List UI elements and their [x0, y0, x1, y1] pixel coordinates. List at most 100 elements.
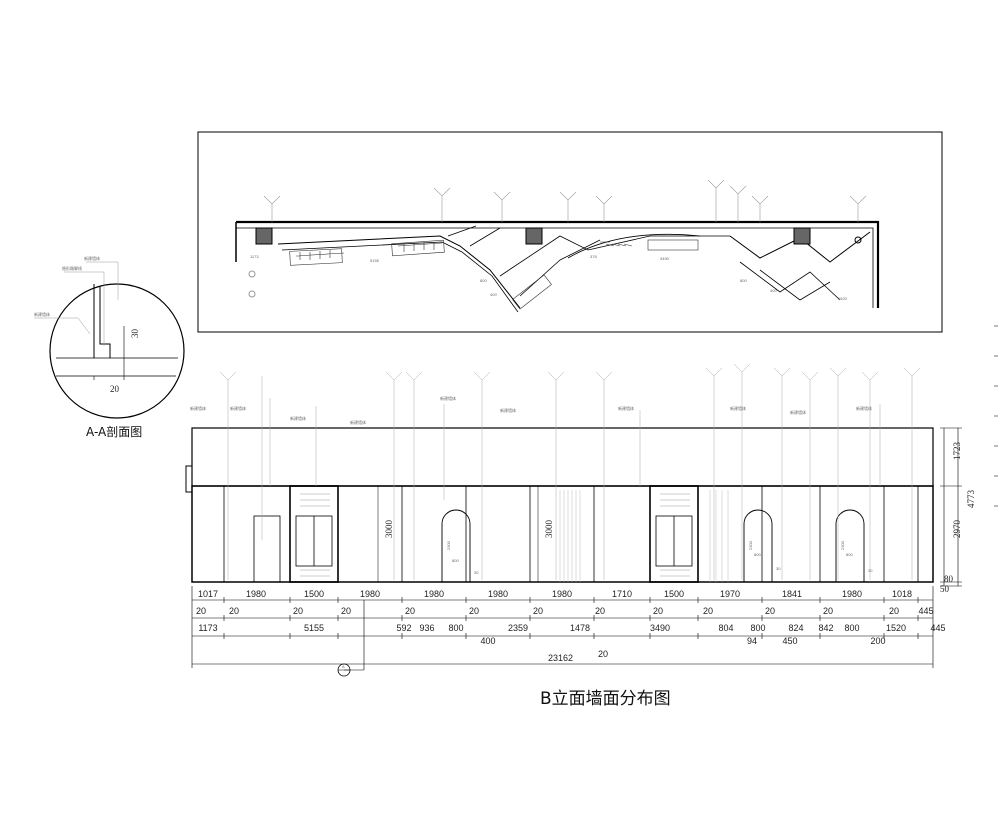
dimension-value: 20 — [196, 606, 206, 616]
dimension-value: 1980 — [488, 589, 508, 599]
arch-dim: 800 — [754, 552, 761, 557]
plan-view: 1173 5155 3490 800 400 378 800 400 1520 — [197, 131, 943, 333]
callout-text: 新建墙体 — [440, 395, 456, 401]
plan-dim: 378 — [590, 254, 597, 259]
arch-dim: 2300 — [446, 540, 451, 550]
dimension-value: 445 — [930, 623, 945, 633]
dimension-value: 1841 — [782, 589, 802, 599]
plan-dim: 800 — [480, 278, 487, 283]
section-dim-vertical: 30 — [130, 329, 140, 339]
elevation-panel-dividers — [223, 486, 919, 582]
dimension-value: 1520 — [886, 623, 906, 633]
plan-dim: 1520 — [838, 296, 848, 301]
dimension-value: 20 — [341, 606, 351, 616]
section-circle — [49, 283, 185, 419]
arch-dim: 2300 — [840, 540, 845, 550]
dimension-value: 1980 — [360, 589, 380, 599]
dimension-value: 3490 — [650, 623, 670, 633]
dimension-ticks — [223, 597, 919, 639]
bottom-dim: 20 — [598, 649, 608, 659]
callout-text: 新建墙体 — [230, 405, 246, 411]
arch-dim: 30 — [868, 568, 873, 573]
dimension-value: 1500 — [664, 589, 684, 599]
plan-lamp — [248, 290, 256, 298]
elevation-door — [253, 515, 281, 583]
right-dim: 80 — [944, 574, 954, 584]
section-label: 新建墙体 — [34, 311, 50, 317]
right-dimension-chain — [940, 427, 962, 587]
callout-text: 新建墙体 — [790, 409, 806, 415]
dimension-value: 20 — [889, 606, 899, 616]
dimension-value: 1500 — [304, 589, 324, 599]
dimension-value: 400 — [480, 636, 495, 646]
plan-column — [525, 227, 543, 245]
plan-dim: 800 — [740, 278, 747, 283]
dimension-value: 1173 — [198, 623, 217, 633]
inside-height-dim: 3000 — [544, 520, 554, 539]
right-dim: 50 — [940, 584, 950, 594]
elevation-cabinet — [649, 485, 699, 583]
callout-text: 新建墙体 — [618, 405, 634, 411]
dimension-value: 1017 — [198, 589, 218, 599]
dimension-value: 1980 — [552, 589, 572, 599]
plan-dim: 3490 — [660, 256, 670, 261]
dimension-value: 1710 — [612, 589, 632, 599]
callout-text: 新建墙体 — [290, 415, 306, 421]
dimension-value: 1478 — [570, 623, 590, 633]
plan-lamp — [854, 236, 862, 244]
total-dim: 23162 — [548, 653, 573, 663]
plan-dim: 400 — [770, 288, 777, 293]
plan-frame — [197, 131, 943, 333]
elevation-slat-panels — [559, 490, 729, 582]
dimension-value: 20 — [469, 606, 479, 616]
section-label: 新建墙体 — [84, 255, 100, 261]
dim-row-1: 1017 1980 1500 1980 1980 1980 1980 1710 1500 1970… — [198, 589, 912, 599]
dimension-value: 5155 — [304, 623, 324, 633]
right-dim: 4773 — [966, 490, 976, 509]
plan-column — [255, 227, 273, 245]
dimension-value: 20 — [823, 606, 833, 616]
right-dim: 1723 — [952, 442, 962, 461]
dimension-value: 592 — [396, 623, 411, 633]
dimension-value: 20 — [765, 606, 775, 616]
inside-height-dim: 3000 — [384, 520, 394, 539]
plan-walls — [235, 220, 880, 313]
dimension-value: 20 — [229, 606, 239, 616]
dimension-value: 1980 — [424, 589, 444, 599]
dimension-value: 450 — [782, 636, 797, 646]
dimension-value: 800 — [448, 623, 463, 633]
dimension-value: 20 — [595, 606, 605, 616]
dimension-value: 1970 — [720, 589, 740, 599]
dimension-value: 804 — [718, 623, 733, 633]
dimension-value: 200 — [870, 636, 885, 646]
arch-dim: 800 — [846, 552, 853, 557]
dimension-value: 20 — [703, 606, 713, 616]
section-detail: 新建墙体 隐形踢脚线 新建墙体 30 20 A-A剖面图 — [34, 255, 185, 439]
elevation-view: 2300 800 30 2300 800 30 2300 800 30 3000… — [185, 363, 976, 677]
dimension-value: 800 — [750, 623, 765, 633]
section-dim-horizontal: 20 — [110, 384, 120, 394]
bottom-dimension-lines — [191, 586, 934, 668]
dimension-value: 20 — [533, 606, 543, 616]
dimension-value: 936 — [419, 623, 434, 633]
plan-dim: 1173 — [250, 254, 259, 259]
dimension-value: 1018 — [892, 589, 912, 599]
callout-text: 新建墙体 — [350, 419, 366, 425]
dimension-value: 1980 — [246, 589, 266, 599]
dimension-value: 1980 — [842, 589, 862, 599]
elevation-callouts — [219, 363, 921, 580]
elevation-wall — [191, 485, 934, 583]
plan-lamp — [248, 270, 256, 278]
callout-text: 新建墙体 — [500, 407, 516, 413]
section-title: A-A剖面图 — [86, 425, 142, 439]
arch-dim: 30 — [776, 566, 781, 571]
callout-text: 新建墙体 — [856, 405, 872, 411]
dimension-value: 20 — [405, 606, 415, 616]
section-marker: A — [337, 600, 365, 677]
callout-text: 新建墙体 — [730, 405, 746, 411]
dimension-value: 824 — [788, 623, 803, 633]
sheet-edge-marks — [994, 325, 998, 507]
